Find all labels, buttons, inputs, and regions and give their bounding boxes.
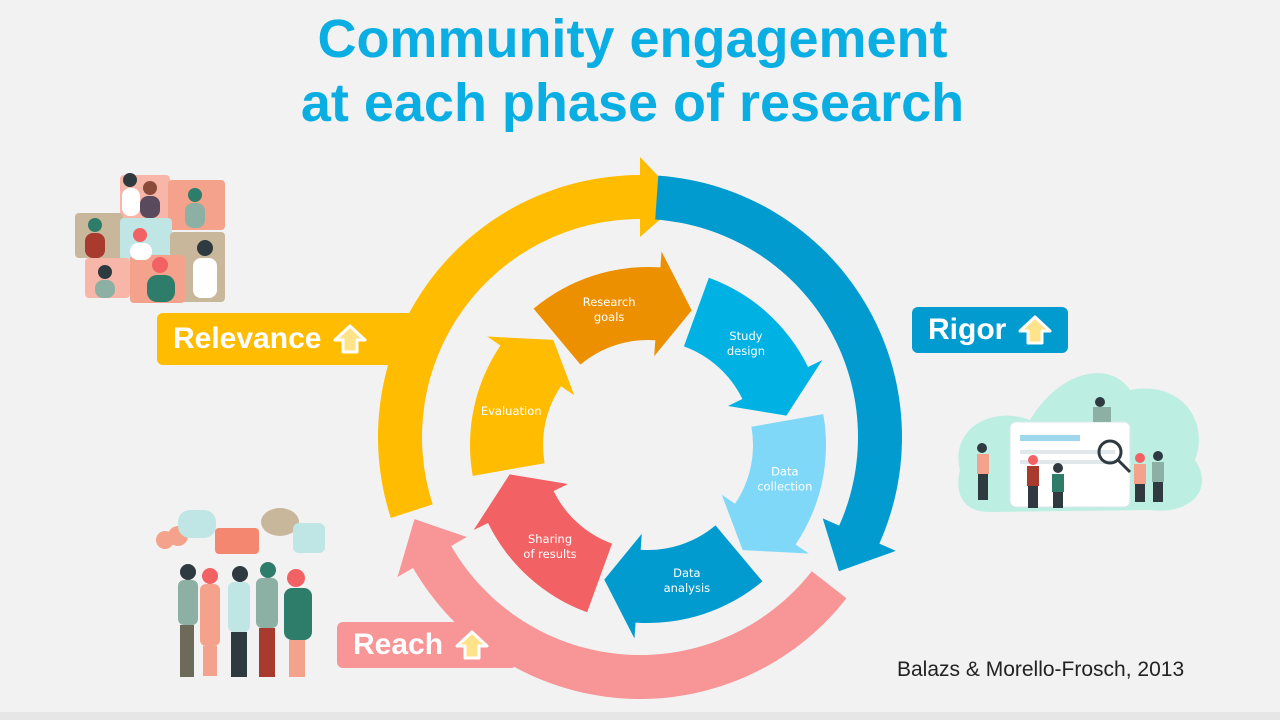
phase-label-line: Evaluation	[481, 404, 542, 418]
phase-arrow-0	[533, 251, 692, 365]
phase-label-line: Study	[729, 329, 762, 343]
phase-label-line: Data	[771, 465, 798, 479]
arrow-up-icon	[333, 324, 367, 354]
phase-label-line: collection	[757, 480, 812, 494]
phase-label-line: design	[727, 344, 765, 358]
rigor-text: Rigor	[928, 313, 1007, 346]
bottom-bar	[0, 712, 1280, 720]
phase-arrow-5	[470, 336, 575, 476]
phase-arrow-1	[683, 277, 823, 416]
community-people-illustration	[75, 173, 225, 303]
relevance-text: Relevance	[173, 322, 322, 355]
citation: Balazs & Morello-Frosch, 2013	[897, 658, 1185, 681]
reach-label: Reach	[337, 622, 517, 668]
phase-label-line: Research	[583, 295, 636, 309]
research-team-illustration	[958, 373, 1203, 512]
reach-text: Reach	[353, 628, 444, 661]
people-talking-illustration	[156, 508, 325, 677]
phase-arrow-2	[721, 414, 826, 554]
phase-arrow-3	[604, 525, 763, 639]
arrow-up-icon	[455, 630, 489, 660]
arrow-up-icon	[1018, 315, 1052, 345]
phase-arrow-4	[473, 474, 613, 613]
rigor-arrow	[655, 175, 902, 572]
title-line-2: at each phase of research	[300, 73, 965, 133]
phase-label-line: goals	[594, 310, 625, 324]
relevance-arrow	[377, 157, 682, 518]
phase-label-line: analysis	[664, 581, 711, 595]
phase-label: Evaluation	[481, 404, 542, 418]
relevance-label: Relevance	[157, 313, 415, 365]
phase-label-line: Data	[673, 566, 700, 580]
phase-label-line: of results	[523, 547, 576, 561]
phase-label-line: Sharing	[528, 532, 572, 546]
rigor-label: Rigor	[912, 307, 1068, 353]
title-line-1: Community engagement	[317, 9, 948, 69]
